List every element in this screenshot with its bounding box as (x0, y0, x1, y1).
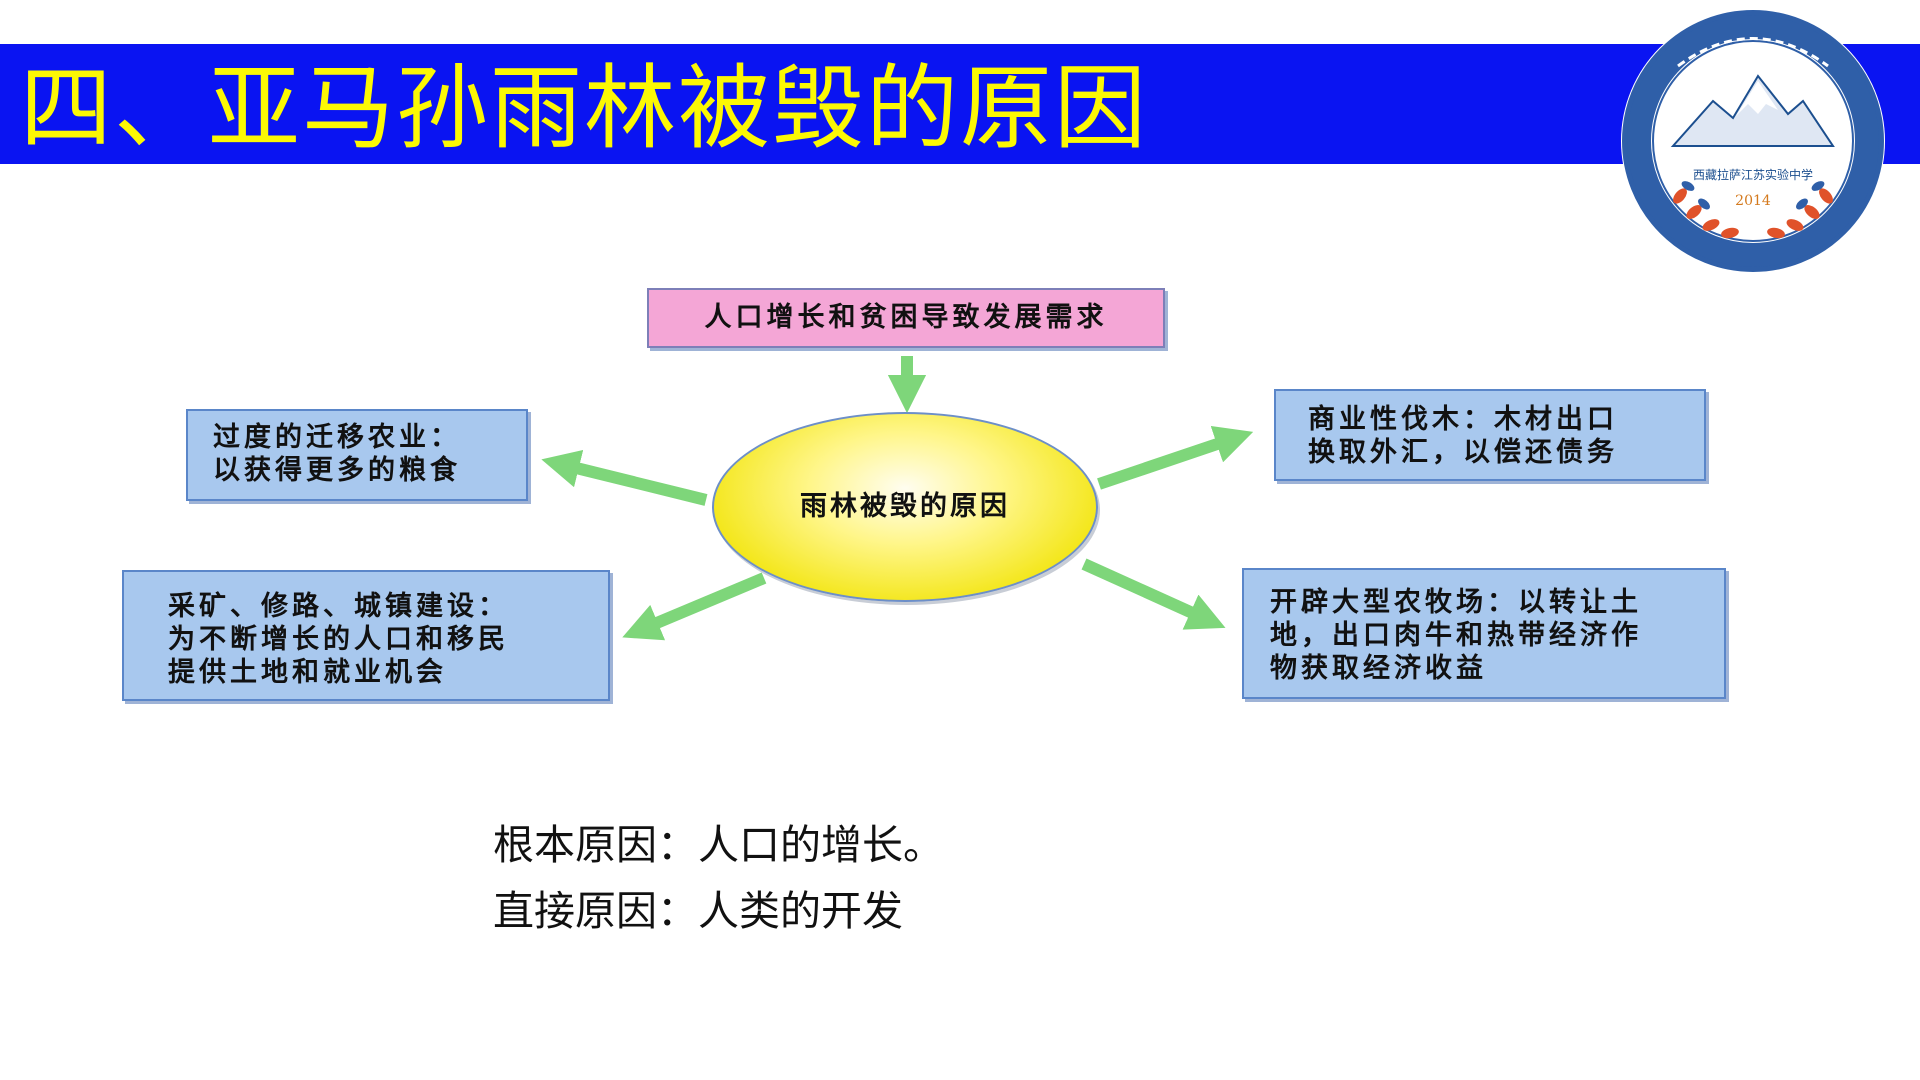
center-ellipse (712, 412, 1098, 602)
box-line: 商业性伐木：木材出口 (1308, 404, 1618, 435)
box-line: 物获取经济收益 (1270, 653, 1487, 684)
direct-cause: 直接原因：人类的开发 (493, 887, 903, 935)
arrow-right-lower (1081, 558, 1226, 630)
box-line: 以获得更多的粮食 (213, 455, 461, 486)
box-line: 开辟大型农牧场：以转让土 (1270, 587, 1642, 618)
arrow-right-upper (1097, 425, 1254, 490)
box-large-ranches: 开辟大型农牧场：以转让土 地，出口肉牛和热带经济作 物获取经济收益 (1242, 568, 1726, 699)
slide-title: 四、亚马孙雨林被毁的原因 (20, 55, 1149, 162)
box-line: 过度的迁移农业： (213, 422, 461, 453)
arrow-left-lower (622, 572, 767, 641)
box-line: 地，出口肉牛和热带经济作 (1270, 620, 1642, 651)
school-logo-icon (1621, 9, 1885, 273)
box-commercial-logging: 商业性伐木：木材出口 换取外汇，以偿还债务 (1274, 389, 1706, 481)
root-cause: 根本原因：人口的增长。 (493, 821, 944, 869)
box-shifting-agriculture: 过度的迁移农业： 以获得更多的粮食 (186, 409, 528, 501)
box-line: 为不断增长的人口和移民 (168, 624, 509, 655)
center-label: 雨林被毁的原因 (800, 491, 1010, 522)
arrow-left-upper (541, 449, 708, 506)
logo-caption: 西藏拉萨江苏实验中学 (1692, 168, 1813, 182)
title-bar (0, 44, 1920, 164)
box-line: 提供土地和就业机会 (168, 657, 447, 688)
box-line: 换取外汇，以偿还债务 (1308, 437, 1618, 468)
box-line: 采矿、修路、城镇建设： (168, 591, 509, 622)
causes-text: 根本原因：人口的增长。 直接原因：人类的开发 (493, 812, 944, 944)
box-mining-roads: 采矿、修路、城镇建设： 为不断增长的人口和移民 提供土地和就业机会 (122, 570, 610, 701)
logo-year: 2014 (1735, 193, 1771, 209)
top-box: 人口增长和贫困导致发展需求 (647, 288, 1165, 348)
